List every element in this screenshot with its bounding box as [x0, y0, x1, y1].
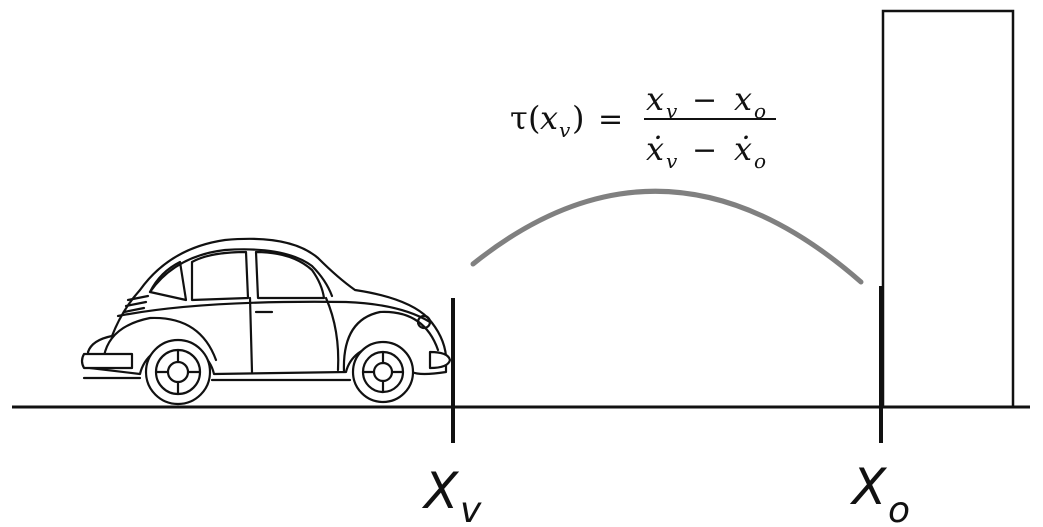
- formula-lhs-close: ): [572, 99, 584, 137]
- formula-lhs-sub: v: [559, 118, 571, 142]
- vehicle-label-main: X: [421, 462, 460, 520]
- formula-lhs-var: x: [540, 99, 558, 137]
- formula-numerator-b: x: [734, 80, 752, 118]
- formula-tau: τ: [510, 99, 528, 137]
- formula-lhs-open: (: [528, 99, 540, 137]
- time-to-contact-arc: [470, 188, 864, 285]
- car-icon: [80, 237, 452, 406]
- formula-denominator-b: ẋ: [734, 130, 752, 168]
- formula-numerator-a: x: [646, 80, 664, 118]
- formula-denominator-a-sub: v: [666, 149, 678, 173]
- formula-numerator-a-sub: v: [666, 99, 678, 123]
- formula-numerator-minus: −: [692, 83, 717, 118]
- formula-denominator-b-sub: o: [754, 149, 766, 173]
- obstacle-label-sub: o: [888, 490, 910, 527]
- formula-numerator-b-sub: o: [754, 99, 766, 123]
- obstacle-label-main: X: [849, 458, 888, 516]
- formula-denominator-a: ẋ: [646, 130, 664, 168]
- vehicle-label-sub: v: [460, 490, 482, 527]
- obstacle-block: [881, 9, 1015, 409]
- formula-equals: =: [598, 102, 623, 137]
- vehicle-position-label: X v: [421, 462, 482, 527]
- obstacle-position-label: X o: [849, 458, 910, 527]
- time-to-contact-formula: τ ( x v ) = x v − x o ẋ v − ẋ o: [510, 80, 776, 173]
- formula-denominator-minus: −: [692, 133, 717, 168]
